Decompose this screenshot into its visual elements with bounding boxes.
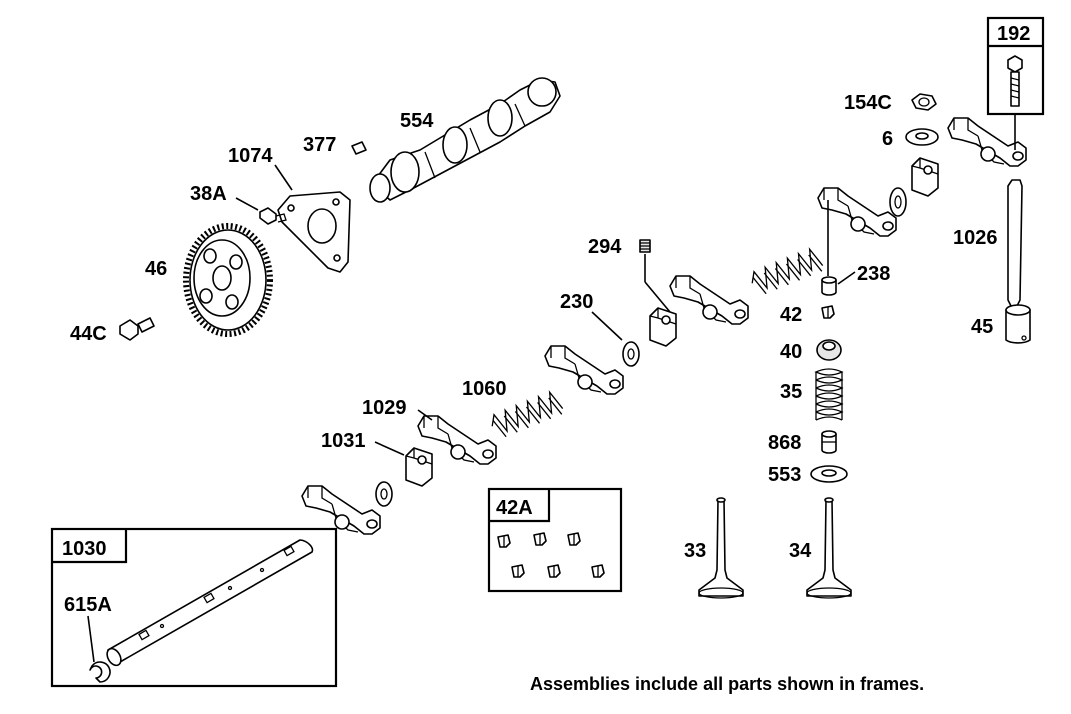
label-1074: 1074: [228, 145, 273, 167]
label-46: 46: [145, 258, 167, 280]
label-192: 192: [997, 23, 1030, 45]
label-377: 377: [303, 134, 336, 156]
bolt-38a: [235, 197, 287, 225]
label-554: 554: [400, 110, 434, 132]
push-rod-1026: [1007, 179, 1023, 313]
rocker-arm-lower: [301, 485, 381, 535]
valve-seal-868: [821, 430, 837, 454]
thrust-plate-1074: [274, 164, 351, 273]
washer-230: [591, 311, 640, 367]
label-38a: 38A: [190, 183, 227, 205]
label-238: 238: [857, 263, 890, 285]
frame-192: [986, 16, 1045, 116]
label-42a: 42A: [496, 497, 533, 519]
label-294: 294: [588, 236, 622, 258]
nut-154c: [911, 93, 937, 111]
label-42: 42: [780, 304, 802, 326]
rocker-arm-upper: [817, 187, 897, 237]
valve-cap-238: [821, 200, 856, 296]
screw-294: [639, 239, 671, 313]
label-230: 230: [560, 291, 593, 313]
valve-spring-35: [814, 368, 844, 421]
label-1060: 1060: [462, 378, 507, 400]
washer-6: [905, 128, 939, 146]
washer-553: [810, 465, 848, 483]
key-377: [351, 141, 367, 155]
label-553: 553: [768, 464, 801, 486]
tappet-45: [1005, 304, 1031, 344]
exhaust-valve-34: [806, 497, 852, 599]
label-35: 35: [780, 381, 802, 403]
label-1030: 1030: [62, 538, 107, 560]
rocker-pedestal-1031: [405, 447, 433, 487]
label-34: 34: [789, 540, 812, 562]
label-1026: 1026: [953, 227, 998, 249]
label-154c: 154C: [844, 92, 892, 114]
washer-upper: [889, 187, 907, 217]
label-1029: 1029: [362, 397, 407, 419]
keeper-42: [821, 305, 835, 319]
bolt-44c: [119, 317, 155, 341]
rocker-arm-mid-upper: [669, 275, 749, 325]
rocker-arm-mid: [544, 345, 624, 395]
label-45: 45: [971, 316, 993, 338]
camshaft-554: [369, 77, 561, 203]
label-1031: 1031: [321, 430, 366, 452]
label-6: 6: [882, 128, 893, 150]
rocker-pedestal-upper: [911, 157, 939, 197]
frame-1030: [50, 527, 338, 688]
washer-lower: [375, 481, 393, 507]
label-40: 40: [780, 341, 802, 363]
retainer-40: [816, 339, 842, 361]
label-615a: 615A: [64, 594, 112, 616]
rocker-spring-upper: [747, 246, 826, 298]
rocker-pedestal-mid: [649, 307, 677, 347]
label-33: 33: [684, 540, 706, 562]
label-868: 868: [768, 432, 801, 454]
frame-42a: [487, 487, 623, 593]
cam-gear-46: [183, 223, 273, 337]
label-44c: 44C: [70, 323, 107, 345]
footer-note: Assemblies include all parts shown in fr…: [530, 674, 925, 694]
